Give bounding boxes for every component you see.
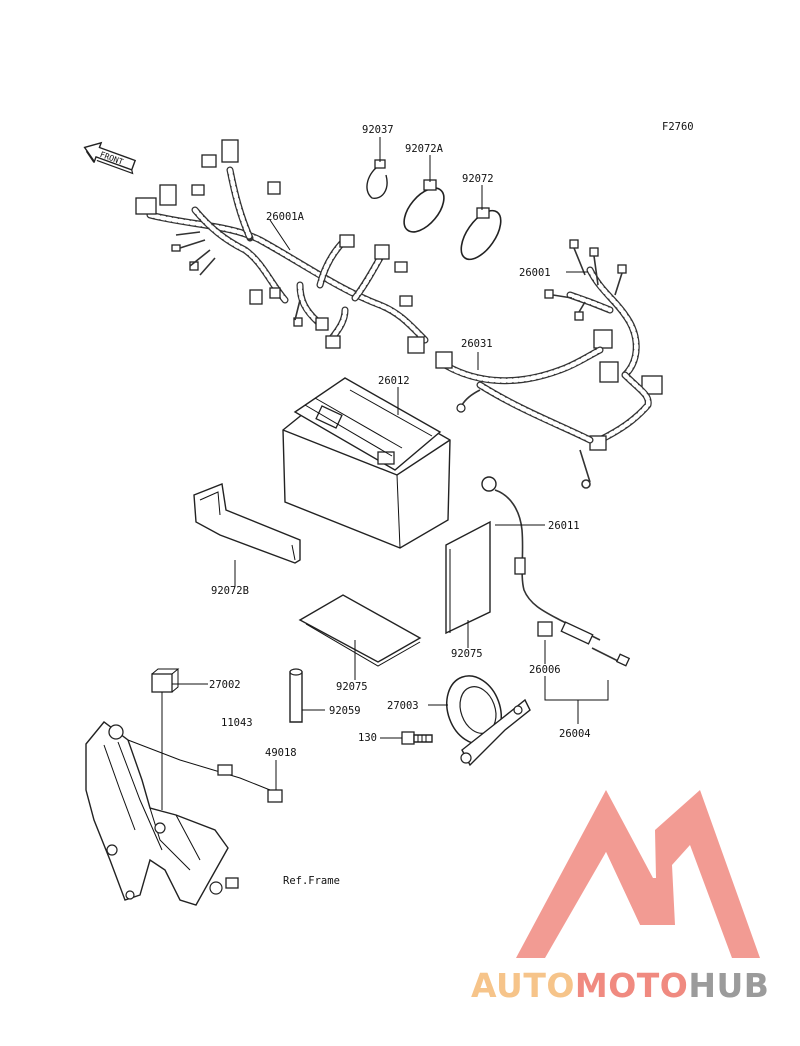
part-label-27002: 27002	[209, 679, 241, 691]
part-label-26004: 26004	[559, 728, 591, 740]
pad-vertical	[445, 520, 491, 635]
horn	[446, 675, 531, 767]
spacer	[289, 668, 303, 723]
clamp-92072A	[403, 179, 445, 233]
figure-code: F2760	[662, 121, 694, 133]
part-label-26031: 26031	[461, 338, 493, 350]
battery-cable	[481, 476, 631, 667]
ref-frame-note: Ref.Frame	[283, 875, 340, 887]
svg-text:AUTOMOTOHUB: AUTOMOTOHUB	[471, 966, 769, 1005]
bolt	[401, 731, 433, 745]
part-label-26011: 26011	[548, 520, 580, 532]
part-label-26012: 26012	[378, 375, 410, 387]
part-label-11043: 11043	[221, 717, 253, 729]
clamp-92037	[366, 159, 388, 199]
frame-reference	[85, 721, 271, 906]
main-harness-right	[544, 239, 663, 489]
watermark-auto: AUTO	[471, 966, 575, 1005]
relay	[151, 668, 180, 693]
part-label-49018: 49018	[265, 747, 297, 759]
part-label-26006: 26006	[529, 664, 561, 676]
main-harness-left	[135, 139, 429, 354]
part-label-92075-b: 92075	[451, 648, 483, 660]
part-label-92072A: 92072A	[405, 143, 444, 155]
battery-band	[193, 483, 301, 564]
leader-lines	[161, 137, 609, 810]
part-label-92059: 92059	[329, 705, 361, 717]
part-label-27003: 27003	[387, 700, 419, 712]
front-arrow-icon: FRONT	[83, 141, 137, 175]
watermark-hub: HUB	[688, 966, 769, 1005]
battery	[282, 377, 451, 549]
part-label-26001A: 26001A	[266, 211, 305, 223]
part-label-130: 130	[358, 732, 377, 744]
part-label-92037: 92037	[362, 124, 394, 136]
part-label-92072: 92072	[462, 173, 494, 185]
part-label-26001: 26001	[519, 267, 551, 279]
rubber-49018	[267, 789, 283, 803]
sub-harness	[435, 346, 604, 444]
watermark-moto: MOTO	[575, 966, 688, 1005]
part-label-92075-a: 92075	[336, 681, 368, 693]
part-label-92072B: 92072B	[211, 585, 249, 597]
watermark-logo: AUTOMOTOHUB	[471, 790, 769, 1005]
clamp-92072	[460, 207, 502, 261]
pad-horizontal	[298, 594, 422, 667]
